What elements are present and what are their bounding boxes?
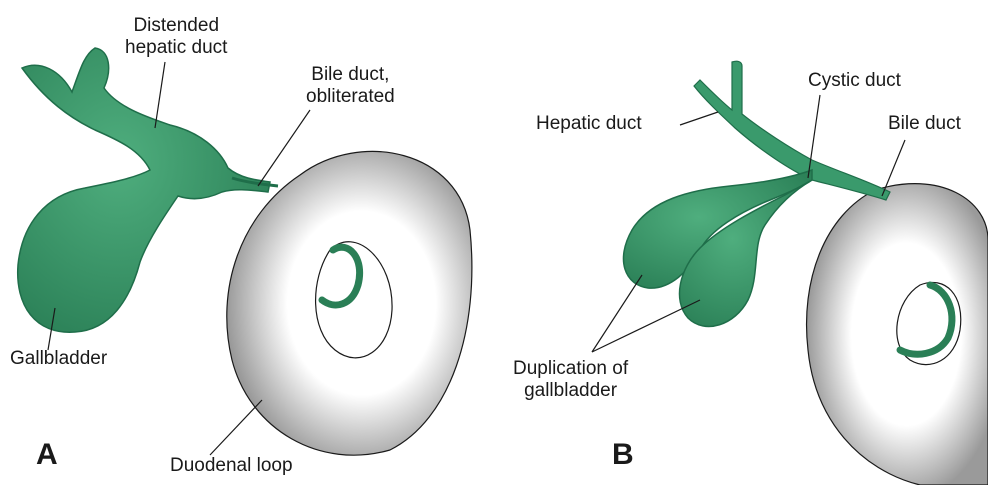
label-cystic-duct: Cystic duct	[808, 70, 901, 92]
label-hepatic-a-line1: Distended	[125, 15, 227, 37]
duct-segment-a	[322, 247, 360, 305]
label-hepatic-duct: Hepatic duct	[536, 113, 642, 135]
label-distended-hepatic-duct: Distended hepatic duct	[125, 15, 227, 59]
leader-hepatic-a	[155, 62, 165, 128]
label-dup-line2: gallbladder	[513, 380, 628, 402]
duodenal-loop-b	[807, 184, 988, 485]
label-bile-duct: Bile duct	[888, 113, 961, 135]
label-duplication-of-gallbladder: Duplication of gallbladder	[513, 358, 628, 402]
label-bile-a-line2: obliterated	[306, 86, 395, 108]
panel-letter-a: A	[36, 438, 58, 472]
label-duodenal-loop: Duodenal loop	[170, 455, 293, 477]
label-gallbladder: Gallbladder	[10, 348, 107, 370]
panel-a-drawing	[18, 48, 472, 455]
label-hepatic-a-line2: hepatic duct	[125, 37, 227, 59]
label-dup-line1: Duplication of	[513, 358, 628, 380]
label-bile-a-line1: Bile duct,	[306, 64, 395, 86]
leader-hepatic-b	[680, 112, 718, 125]
leader-duodenal-a	[210, 400, 262, 455]
panel-letter-b: B	[612, 438, 634, 472]
label-bile-duct-obliterated: Bile duct, obliterated	[306, 64, 395, 108]
